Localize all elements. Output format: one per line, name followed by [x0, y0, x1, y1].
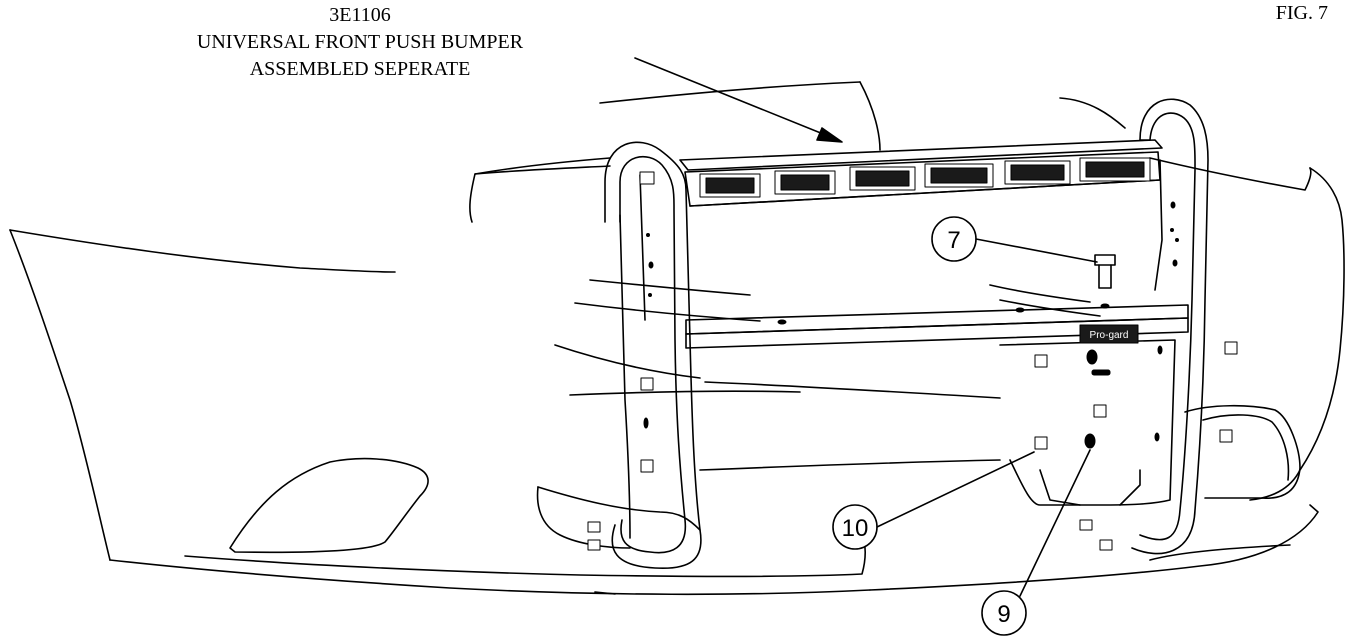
- callout-7: 7: [931, 216, 1098, 263]
- light-bar-modules: [699, 157, 1151, 198]
- callout-10-label: 10: [842, 515, 869, 542]
- carriage-bolt: [1094, 254, 1116, 289]
- bolt-hex: [1034, 436, 1048, 450]
- callout-10: 10: [832, 451, 1035, 550]
- vehicle-front-fascia: [9, 81, 1345, 596]
- title-block: 3E1106 UNIVERSAL FRONT PUSH BUMPER ASSEM…: [120, 2, 600, 83]
- washer: [1086, 349, 1098, 365]
- fasteners: [587, 171, 1238, 551]
- bolt-hex: [1079, 519, 1093, 531]
- title-leader-arrow: [634, 57, 843, 143]
- figure-label: FIG. 7: [1275, 2, 1328, 24]
- left-push-bar: [604, 141, 702, 570]
- callout-9-label: 9: [997, 601, 1010, 628]
- washer: [1084, 433, 1096, 449]
- bolt-hex: [1093, 404, 1107, 418]
- brand-plate: Pro-gard: [1079, 324, 1139, 344]
- title-line-2: ASSEMBLED SEPERATE: [249, 58, 471, 80]
- bolt-hex: [1219, 429, 1233, 443]
- bolt-hex: [640, 377, 654, 391]
- bolt-hex: [1224, 341, 1238, 355]
- mounting-bracket: [999, 339, 1176, 506]
- callout-9: 9: [981, 449, 1091, 636]
- brand-plate-text: Pro-gard: [1090, 330, 1129, 341]
- bolt-hex: [587, 539, 601, 551]
- bolt-hex: [587, 521, 601, 533]
- title-line-1: UNIVERSAL FRONT PUSH BUMPER: [196, 31, 524, 53]
- bolt-hex: [1034, 354, 1048, 368]
- bolt-hex: [639, 171, 655, 185]
- part-number: 3E1106: [329, 4, 391, 26]
- right-push-bar: [1131, 98, 1209, 555]
- bolt-hex: [1099, 539, 1113, 551]
- callout-7-label: 7: [947, 227, 960, 254]
- bolt-hex: [640, 459, 654, 473]
